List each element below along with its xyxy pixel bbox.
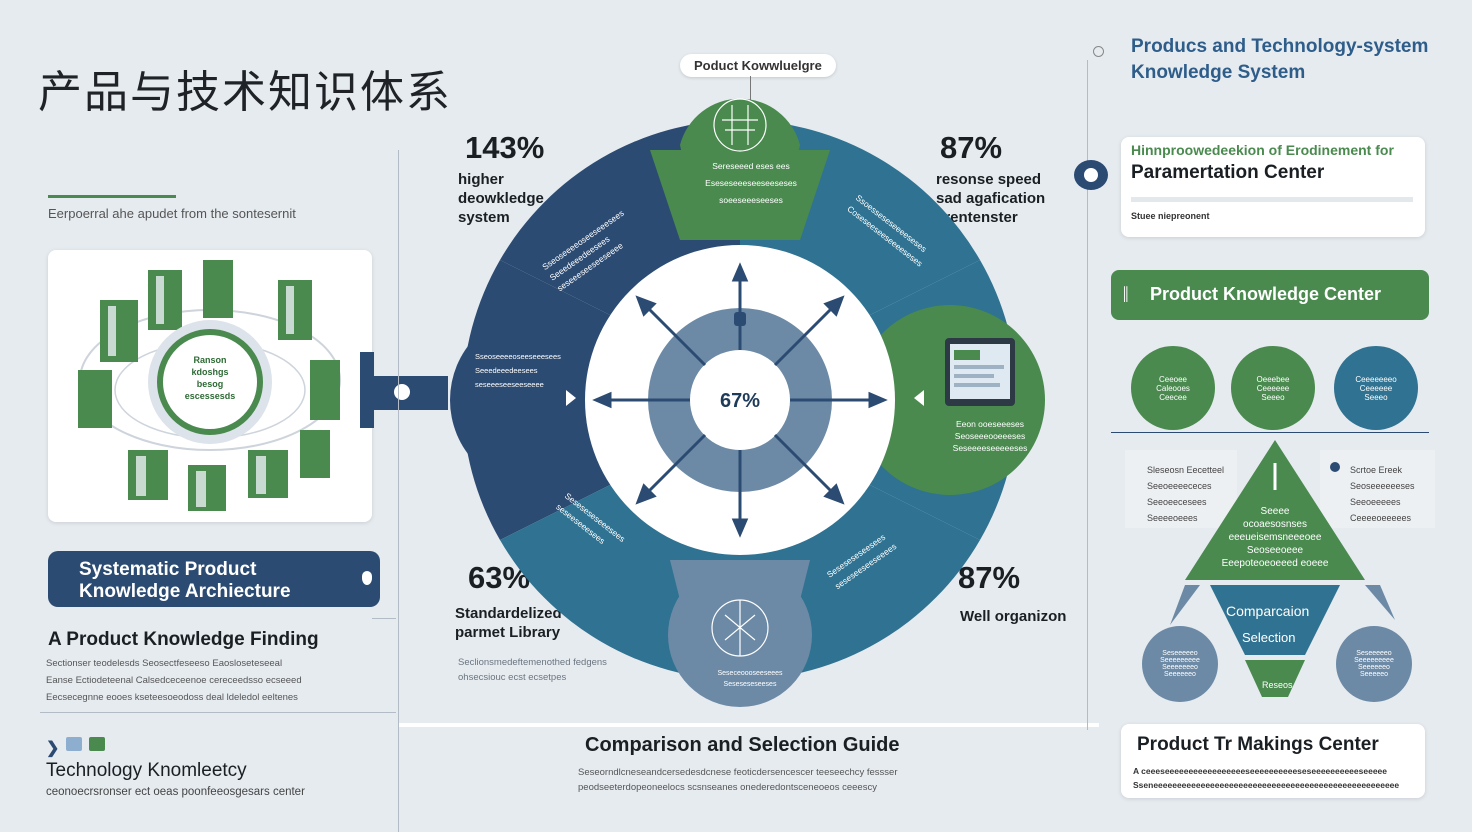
card2-body: A ceeeseeeeeeeeeeeeeeeeeseeeeeeeeeesesee… [1133, 766, 1400, 790]
side-list-right: Scrtoe Ereek Seoseeeeeeses Seeoeeeees Ce… [1320, 450, 1435, 528]
connector-bracket [360, 352, 374, 428]
makings-center-card: Product Tr Makings Center A ceeeseeeeeee… [1121, 724, 1425, 798]
ring-text-bottom: Seseceoooseeseees Seseseseseeses [717, 670, 783, 688]
ring-text-left: Sseoseeeeoseeseeesees Seeedeeedeesees se… [475, 352, 561, 389]
chart-icon: ║ [1121, 286, 1131, 301]
center-circle-2: Oeeebee Ceeeeee Seeeo [1231, 346, 1315, 430]
pyramid-mid-text-1: Comparcaion [1226, 603, 1310, 619]
card2-title: Product Tr Makings Center [1137, 734, 1379, 755]
connector-dot [394, 384, 410, 400]
stat-tl-value: 143% [465, 130, 545, 165]
dot-icon [1330, 462, 1340, 472]
stat-tl-label: higher deowkledge system [458, 171, 544, 226]
stat-br-value: 87% [958, 560, 1021, 595]
top-tag: Poduct Kowwluelgre [680, 54, 836, 77]
tech-title: Technology Knomleetcy [46, 760, 247, 781]
bottom-circle-right: Seseeeeeo Seeeeeeeee Seeeeeeo Seeeeeo [1336, 626, 1412, 702]
center-value: 67% [720, 390, 761, 412]
center-circle-1: Ceeoee Caleooes Ceecee [1131, 346, 1215, 430]
guide-body: Seseorndlcneseandcersedesdcnese feoticde… [578, 767, 898, 793]
architecture-illustration: Ranson kdoshgs besog escessesds [48, 250, 372, 522]
pyramid-mid-text-2: Selection [1242, 630, 1296, 645]
side-list-left: Sleseosn Eecetteel Seeoeeeececes Seeoeec… [1125, 450, 1237, 528]
knowledge-wheel [450, 98, 1045, 707]
chevron-right-icon: ❯ [46, 740, 60, 757]
left-connector [372, 376, 448, 410]
page-title-cn: 产品与技术知识体系 [38, 67, 452, 118]
architecture-button-label: Systematic Product Knowledge Archiecture [79, 559, 291, 602]
card1-caption: Stuee niepreonent [1131, 211, 1210, 221]
divider [372, 618, 396, 619]
card1-subtitle: Hinnproowedeekion of Erodinement for [1131, 142, 1394, 158]
side-list-right-items: Scrtoe Ereek Seoseeeeeeses Seeoeeeees Ce… [1350, 465, 1415, 523]
ring-text-top: Sereseeed eses ees Eseseseeeseeseeseses … [705, 161, 797, 205]
small-ring-icon [1093, 46, 1104, 57]
guide-divider [399, 723, 1099, 727]
knowledge-center-label: Product Knowledge Center [1150, 284, 1382, 304]
progress-track [1131, 197, 1413, 202]
finding-body: Sectionser teodelesds Seosectfeseeso Eao… [46, 658, 302, 703]
bottom-circle-left: Seseeeeeo Seeeeeeeee Seeeeeeeo Seeeeeeo [1142, 626, 1218, 702]
square-green-icon [89, 737, 105, 751]
server-ring-illustration [78, 260, 341, 511]
tag-stem [750, 76, 751, 100]
center-circle-3: Ceeeeeeeo Ceeeeee Seeeo [1334, 346, 1418, 430]
parametration-card: Hinnproowedeekion of Erodinement for Par… [1121, 137, 1425, 237]
divider-2 [40, 712, 396, 713]
side-list-left-items: Sleseosn Eecetteel Seeoeeeececes Seeoeec… [1147, 465, 1225, 523]
ring-text-tablet: Eeon ooeseeeses Seoseeeooeeeses Seseeees… [952, 419, 1028, 453]
finding-title: A Product Knowledge Finding [48, 629, 319, 650]
system-title: Producs and Technology-system Knowledge … [1131, 36, 1429, 83]
knowledge-center-button[interactable]: ║ Product Knowledge Center [1111, 270, 1429, 320]
tech-caption: ceonoecrsronser ect oeas poonfeeosgesars… [46, 786, 305, 798]
card1-title: Paramertation Center [1131, 162, 1325, 183]
pin-icon [362, 571, 372, 585]
stat-tr-label: resonse speed sad agafication arentenste… [936, 171, 1046, 226]
stat-bl-label: Standardelized parmet Library [455, 605, 562, 641]
toggle-knob [1074, 160, 1108, 190]
guide-title: Comparison and Selection Guide [585, 734, 900, 756]
stat-bl-caption: Seclionsmedeftemenothed fedgens ohsecsio… [458, 657, 607, 683]
circles-baseline [1111, 432, 1429, 433]
pyramid-top-text: Seeee ocoaesosnses eeeueisemsneeeoee Seo… [1221, 506, 1329, 569]
architecture-button[interactable]: Systematic Product Knowledge Archiecture [48, 551, 380, 607]
square-blue-icon [66, 737, 82, 751]
column-divider-right [1087, 60, 1088, 730]
column-divider-left [398, 150, 399, 832]
selection-pyramid [1170, 440, 1395, 697]
caption-accent [48, 195, 176, 198]
left-caption: Eerpoerral ahe apudet from the sontesern… [48, 206, 296, 221]
pyramid-bottom-text: Reseos [1262, 680, 1293, 690]
stat-tr-value: 87% [940, 130, 1003, 165]
stat-br-label: Well organizon [960, 608, 1067, 625]
hub-label: Ranson kdoshgs besog escessesds [184, 355, 236, 401]
